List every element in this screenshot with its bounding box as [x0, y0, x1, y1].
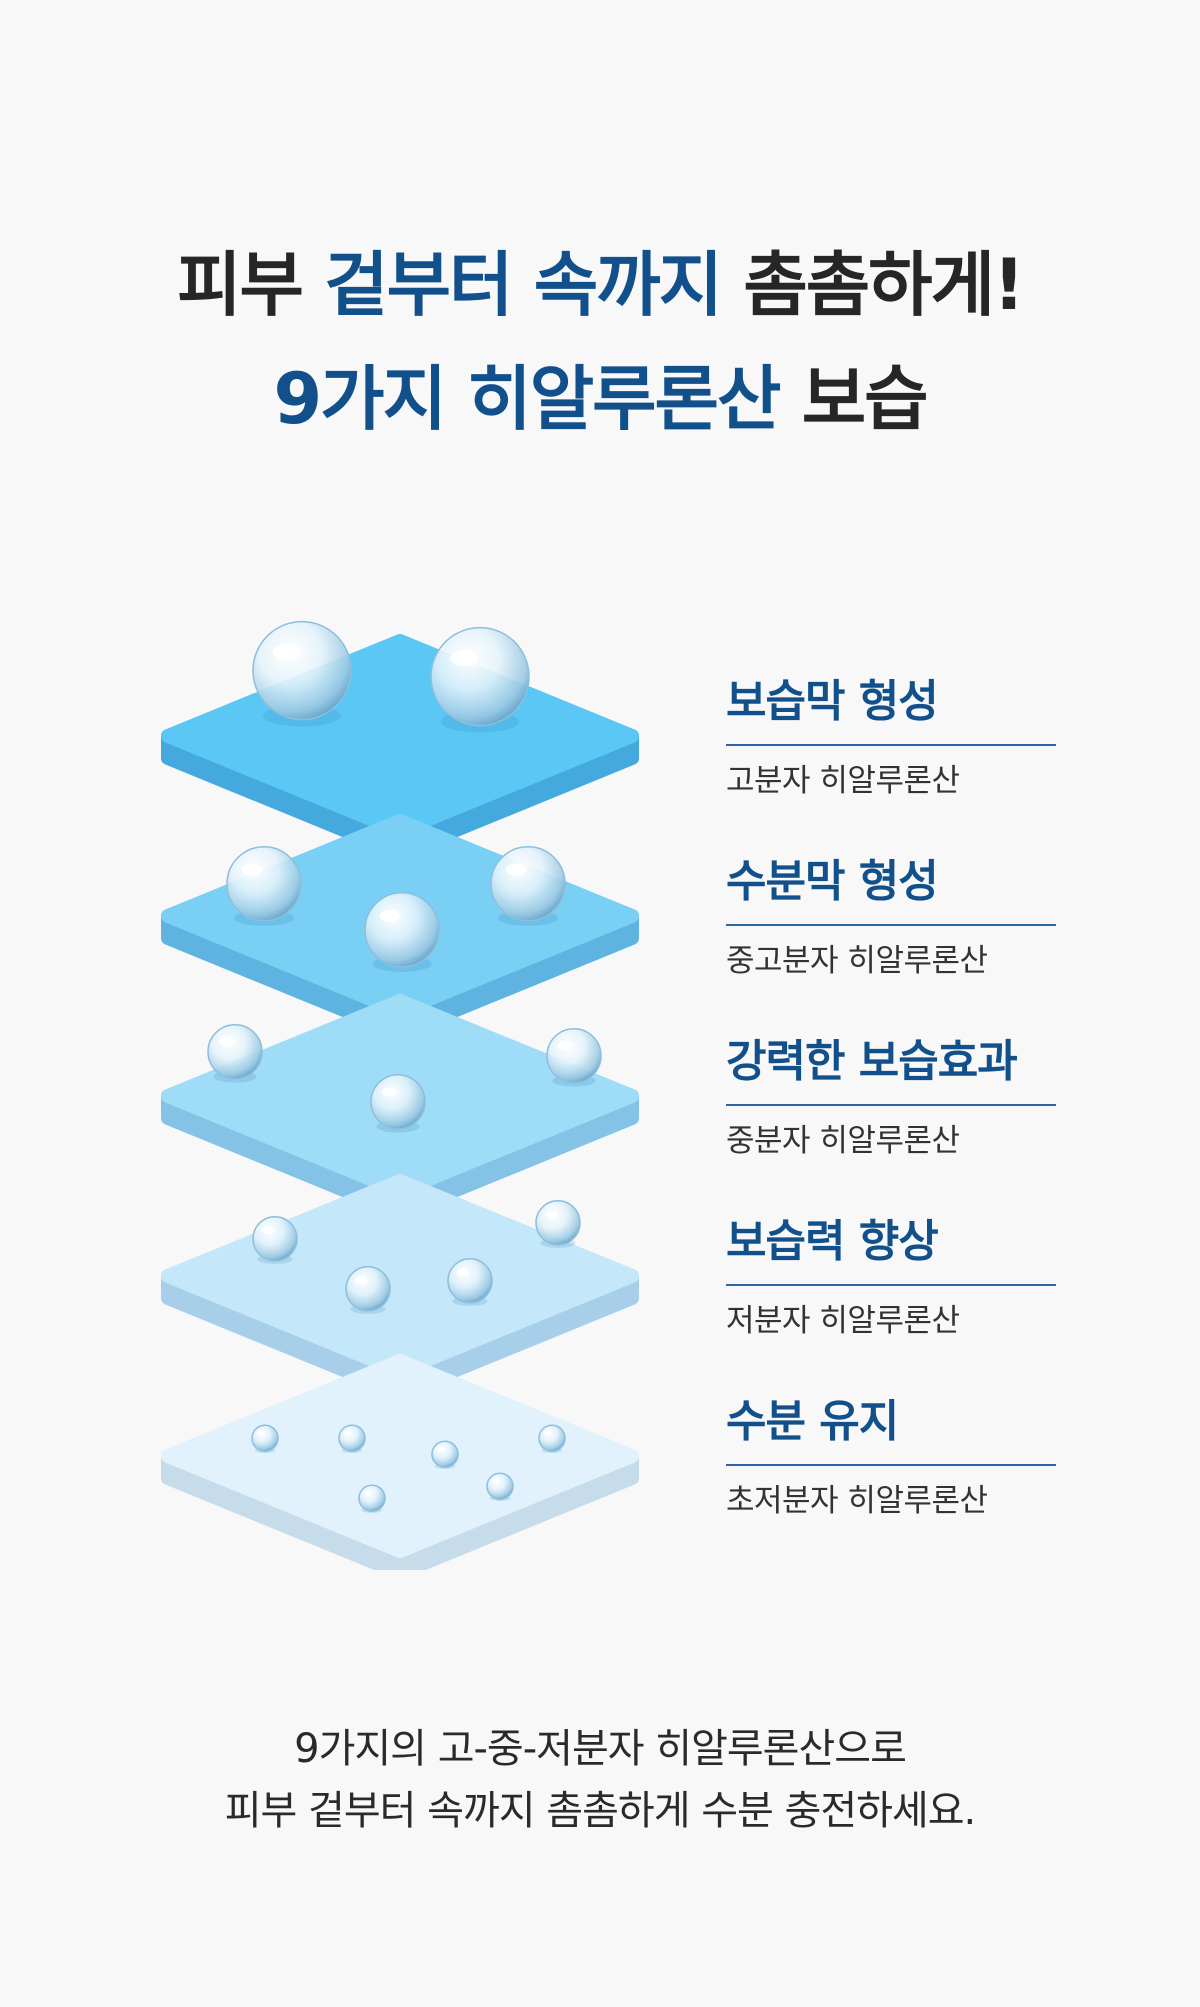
water-droplet-icon [364, 892, 440, 972]
water-droplet-icon [546, 1028, 602, 1087]
layer-title: 보습막 형성 [726, 676, 939, 727]
water-droplet-icon [226, 846, 302, 926]
headline-word: 피부 [177, 244, 325, 326]
hyaluronic-layer-illustration [161, 620, 639, 1570]
layer-subtitle: 고분자 히알루론산 [726, 763, 960, 799]
divider [726, 1464, 1056, 1466]
layer-item-2: 수분막 형성 중고분자 히알루론산 [726, 854, 1056, 1034]
headline-highlight: 9가지 히알루론산 [273, 358, 781, 440]
bottom-description: 9가지의 고-중-저분자 히알루론산으로 피부 겉부터 속까지 촘촘하게 수분 … [0, 1718, 1200, 1842]
layer-title: 보습력 향상 [726, 1216, 939, 1267]
headline: 피부 겉부터 속까지 촘촘하게! 9가지 히알루론산 보습 [0, 228, 1200, 456]
layer-descriptions: 보습막 형성 고분자 히알루론산 수분막 형성 중고분자 히알루론산 강력한 보… [726, 674, 1056, 1574]
water-droplet-icon [345, 1266, 391, 1314]
layer-top [161, 634, 639, 838]
divider [726, 1104, 1056, 1106]
water-droplet-icon [538, 1424, 566, 1454]
water-droplet-icon [447, 1258, 493, 1306]
water-droplet-icon [251, 1424, 279, 1454]
water-droplet-icon [252, 1216, 298, 1264]
headline-line-2: 9가지 히알루론산 보습 [0, 342, 1200, 456]
headline-word: 촘촘하게! [721, 244, 1025, 326]
layer-plate [161, 620, 639, 860]
layer-subtitle: 중고분자 히알루론산 [726, 943, 988, 979]
water-droplet-icon [490, 846, 566, 926]
layer-plate [161, 814, 639, 1040]
layer-plate [161, 1174, 639, 1400]
headline-word: 보습 [779, 358, 929, 440]
layer-title: 수분막 형성 [726, 856, 939, 907]
water-droplet-icon [535, 1200, 581, 1248]
bottom-line-2: 피부 겉부터 속까지 촘촘하게 수분 충전하세요. [224, 1788, 977, 1834]
water-droplet-icon [370, 1074, 426, 1133]
headline-highlight: 겉부터 속까지 [324, 244, 723, 326]
water-droplet-icon [431, 1440, 459, 1470]
divider [726, 924, 1056, 926]
layer-item-5: 수분 유지 초저분자 히알루론산 [726, 1394, 1056, 1574]
bottom-line-1: 9가지의 고-중-저분자 히알루론산으로 [294, 1726, 907, 1772]
divider [726, 744, 1056, 746]
water-droplet-icon [358, 1484, 386, 1514]
water-droplet-icon [207, 1024, 263, 1083]
layer-item-1: 보습막 형성 고분자 히알루론산 [726, 674, 1056, 854]
layer-subtitle: 초저분자 히알루론산 [726, 1483, 988, 1519]
layer-item-3: 강력한 보습효과 중분자 히알루론산 [726, 1034, 1056, 1214]
water-droplet-icon [430, 626, 530, 733]
water-droplet-icon [252, 620, 352, 727]
layer-item-4: 보습력 향상 저분자 히알루론산 [726, 1214, 1056, 1394]
layer-title: 강력한 보습효과 [726, 1036, 1018, 1087]
divider [726, 1284, 1056, 1286]
layer-subtitle: 저분자 히알루론산 [726, 1303, 960, 1339]
headline-line-1: 피부 겉부터 속까지 촘촘하게! [0, 228, 1200, 342]
water-droplet-icon [486, 1472, 514, 1502]
layer-plate [161, 1354, 639, 1570]
water-droplet-icon [338, 1424, 366, 1454]
layer-title: 수분 유지 [726, 1396, 899, 1447]
layer-top [161, 1354, 639, 1558]
layer-subtitle: 중분자 히알루론산 [726, 1123, 960, 1159]
